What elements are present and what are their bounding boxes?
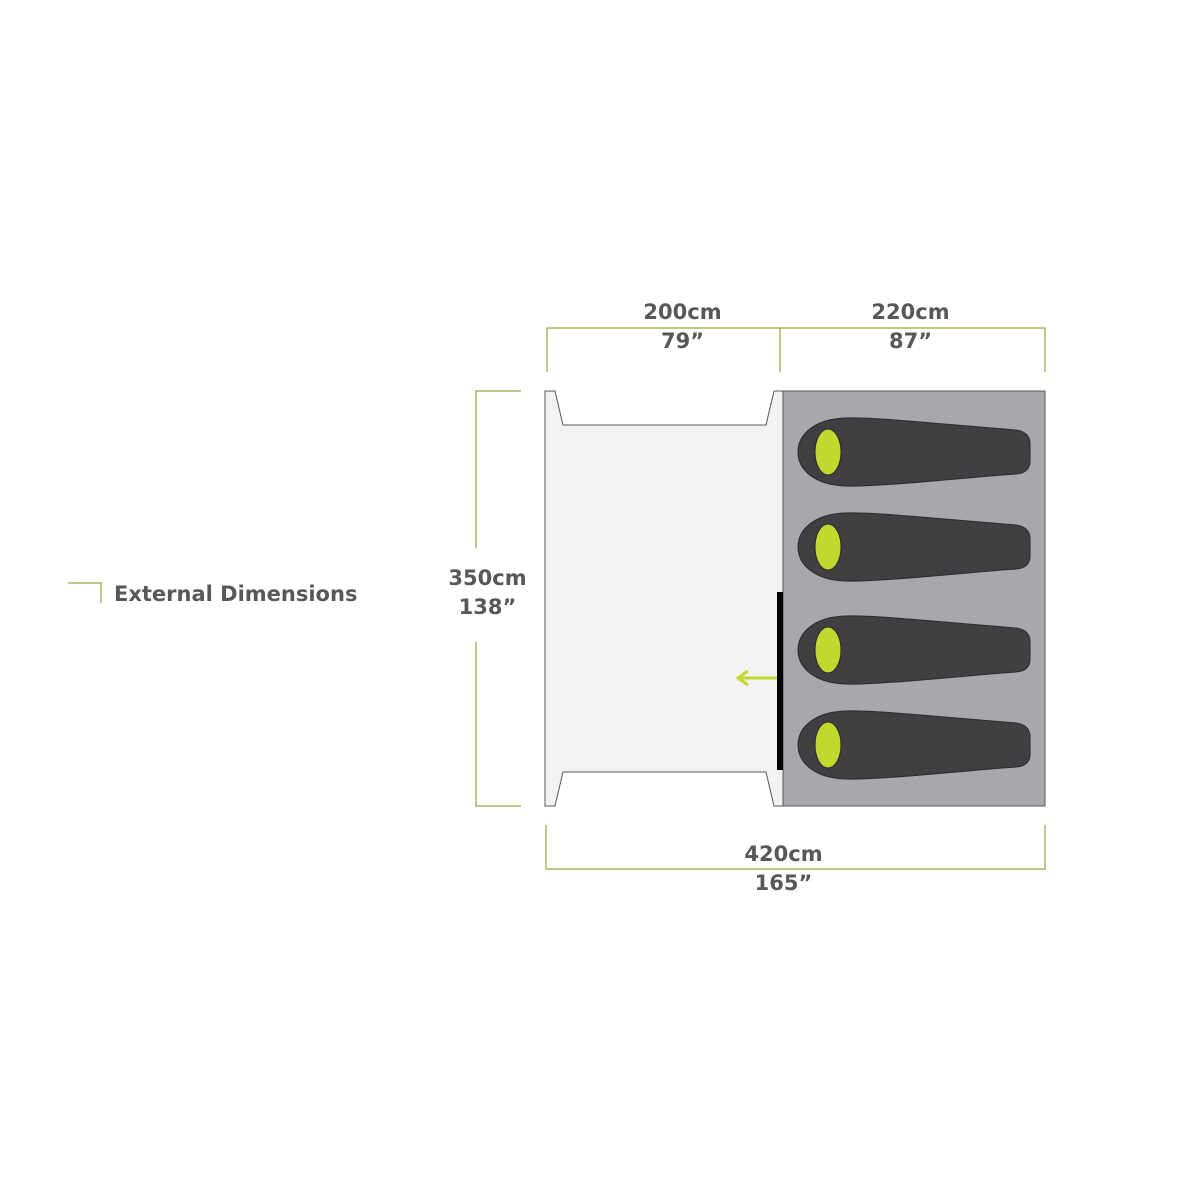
depth-metric: 350cm [448,566,527,590]
sleeping-bag [797,615,1031,685]
total-length-imperial: 165” [754,871,813,895]
sleeping-bag-head [814,721,842,769]
sleeping-bag [797,710,1031,780]
bedroom-width-line [780,327,1046,372]
porch-width-line [546,327,781,372]
bedroom-width-metric: 220cm [871,300,950,324]
total-length-metric: 420cm [744,842,823,866]
depth-line-bottom [475,642,521,807]
porch-width-imperial: 79” [660,329,705,353]
bedroom-width-imperial: 87” [888,329,933,353]
legend-label: External Dimensions [114,582,358,606]
sleeping-bag-head [814,523,842,571]
depth-line-top [475,390,521,548]
bedroom-door [777,592,783,770]
sleeping-bag [797,512,1031,582]
depth-imperial: 138” [458,595,517,619]
exit-arrow-icon [735,669,777,687]
total-length-line [545,825,1046,870]
sleeping-bag-head [814,626,842,674]
sleeping-bag [797,417,1031,487]
legend-mark [68,582,102,603]
porch-floor [544,390,784,807]
sleeping-bag-head [814,428,842,476]
porch-width-metric: 200cm [643,300,722,324]
